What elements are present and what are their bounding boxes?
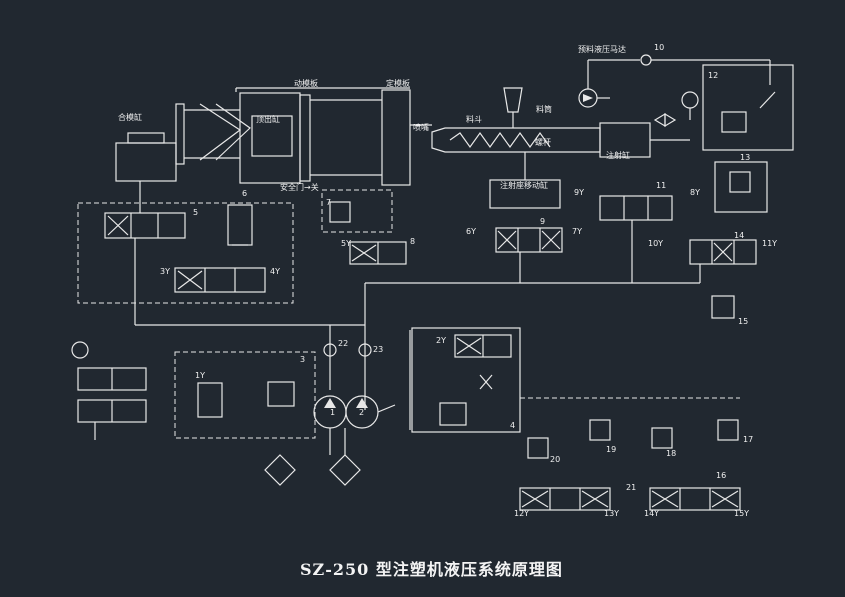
supply-lines bbox=[134, 181, 740, 430]
sol-8y: 8Y bbox=[690, 188, 700, 197]
num-16: 16 bbox=[716, 471, 726, 480]
valves-bottom: 12Y 13Y 14Y 15Y bbox=[514, 487, 749, 518]
label-moving-platen: 动模板 bbox=[294, 78, 318, 88]
num-12: 12 bbox=[708, 71, 718, 80]
num-15: 15 bbox=[738, 317, 748, 326]
num-5: 5 bbox=[193, 208, 198, 217]
valves-upper: 3Y 4Y 5Y 6Y 7Y 9Y 8Y 10Y 11Y bbox=[77, 188, 777, 319]
sol-15y: 15Y bbox=[734, 509, 749, 518]
num-20: 20 bbox=[550, 455, 560, 464]
num-14: 14 bbox=[734, 231, 744, 240]
sol-12y: 12Y bbox=[514, 509, 529, 518]
num-21: 21 bbox=[626, 483, 636, 492]
clamp-assembly: 合模缸 动模板 定模板 顶出缸 喷嘴 安全门→关 bbox=[115, 78, 432, 192]
sol-14y: 14Y bbox=[644, 509, 659, 518]
label-clamp-cyl: 合模缸 bbox=[118, 112, 142, 122]
sol-1y: 1Y bbox=[195, 371, 205, 380]
sol-2y: 2Y bbox=[436, 336, 446, 345]
num-13: 13 bbox=[740, 153, 750, 162]
num-3: 3 bbox=[300, 355, 305, 364]
label-fixed-platen: 定模板 bbox=[386, 78, 410, 88]
relief-valves-bottom bbox=[527, 419, 739, 459]
sol-5y: 5Y bbox=[341, 239, 351, 248]
num-8: 8 bbox=[410, 237, 415, 246]
label-safety-door: 安全门→关 bbox=[280, 182, 319, 192]
sol-4y: 4Y bbox=[270, 267, 280, 276]
num-17: 17 bbox=[743, 435, 753, 444]
sol-11y: 11Y bbox=[762, 239, 777, 248]
num-22: 22 bbox=[338, 339, 348, 348]
label-carriage-cyl: 注射座移动缸 bbox=[500, 180, 548, 190]
label-barrel: 料筒 bbox=[536, 104, 552, 114]
sol-3y: 3Y bbox=[160, 267, 170, 276]
label-screw: 螺杆 bbox=[535, 137, 551, 147]
sol-9y: 9Y bbox=[574, 188, 584, 197]
injection-unit: 预料液压马达 料斗 螺杆 注射缸 注射座移动缸 料筒 bbox=[431, 44, 771, 209]
sol-10y: 10Y bbox=[648, 239, 663, 248]
gauge-valves-left bbox=[71, 341, 147, 440]
num-7: 7 bbox=[326, 198, 331, 207]
num-4: 4 bbox=[510, 421, 515, 430]
sol-13y: 13Y bbox=[604, 509, 619, 518]
sol-7y: 7Y bbox=[572, 227, 582, 236]
pump-station: 1Y bbox=[174, 343, 396, 486]
num-2: 2 bbox=[359, 408, 364, 417]
label-preplastic-motor: 预料液压马达 bbox=[578, 44, 626, 54]
num-9: 9 bbox=[540, 217, 545, 226]
component-numbers: 1 2 3 4 5 6 7 8 9 10 11 12 13 14 15 16 1… bbox=[193, 43, 753, 492]
num-1: 1 bbox=[330, 408, 335, 417]
num-10: 10 bbox=[654, 43, 664, 52]
label-ejector-cyl: 顶出缸 bbox=[256, 114, 280, 124]
sol-6y: 6Y bbox=[466, 227, 476, 236]
num-23: 23 bbox=[373, 345, 383, 354]
num-19: 19 bbox=[606, 445, 616, 454]
num-6: 6 bbox=[242, 189, 247, 198]
label-inject-cyl: 注射缸 bbox=[606, 150, 630, 160]
num-11: 11 bbox=[656, 181, 666, 190]
label-hopper: 料斗 bbox=[466, 114, 482, 124]
diagram-title: SZ-250 型注塑机液压系统原理图 bbox=[300, 560, 563, 579]
num-18: 18 bbox=[666, 449, 676, 458]
label-nozzle: 喷嘴 bbox=[413, 122, 429, 132]
valve-block-4: 2Y bbox=[411, 327, 521, 433]
valve-block-12-13 bbox=[653, 64, 794, 213]
